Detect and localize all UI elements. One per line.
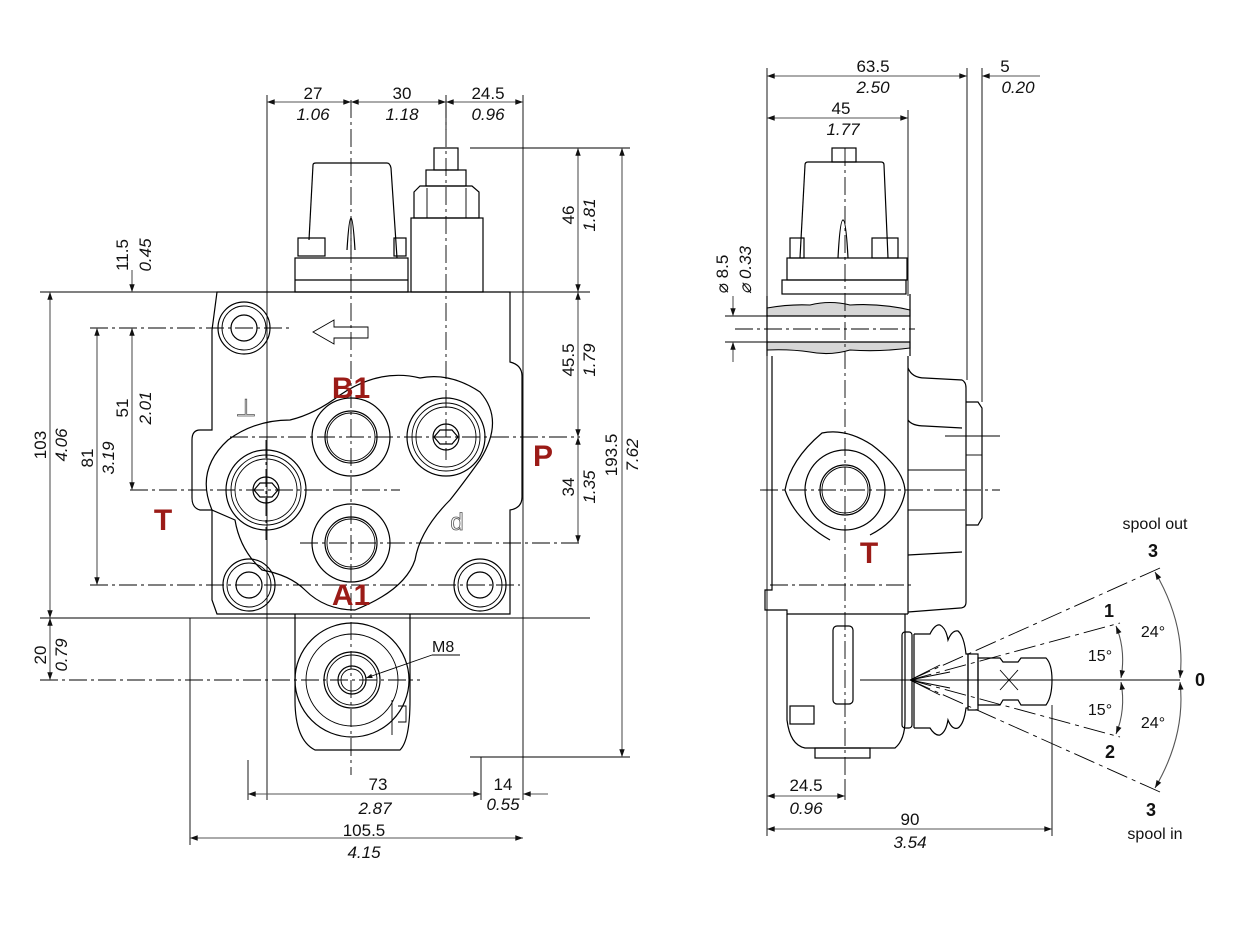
body-mark-p: d: [450, 509, 463, 536]
dim-45-inch: 1.77: [826, 120, 860, 139]
front-view: 27 1.06 30 1.18 24.5 0.96 11.5 0.45 51 2…: [31, 84, 642, 862]
dim-45-5-mm: 45.5: [559, 343, 578, 376]
position-3-in: 3: [1146, 800, 1156, 820]
dim-11-5-inch: 0.45: [136, 238, 155, 272]
dim-side-24-5-mm: 24.5: [789, 776, 822, 795]
port-label-a1: A1: [332, 579, 370, 612]
angle-24-up: 24°: [1141, 624, 1165, 641]
dim-73-inch: 2.87: [357, 799, 392, 818]
lever-position-labels: spool out 3 1 0 2 3 spool in 15° 15° 24°…: [1088, 516, 1205, 843]
dim-27-inch: 1.06: [296, 105, 330, 124]
front-dimension-lines: [47, 99, 625, 841]
dim-24-5-inch: 0.96: [471, 105, 505, 124]
dim-105-5-mm: 105.5: [343, 821, 386, 840]
dim-81-inch: 3.19: [99, 441, 118, 475]
dim-90-inch: 3.54: [893, 833, 926, 852]
side-extension-lines: [725, 68, 1053, 836]
adjust-screw: [410, 147, 484, 293]
dim-dia-8-5-inch: ⌀ 0.33: [736, 245, 755, 294]
dim-45-mm: 45: [832, 99, 851, 118]
dim-27-mm: 27: [304, 84, 323, 103]
dim-34-mm: 34: [559, 478, 578, 497]
dim-5-mm: 5: [1000, 57, 1009, 76]
dim-51-inch: 2.01: [136, 391, 155, 425]
thread-callout-m8: M8: [432, 639, 454, 656]
relief-cap-side: [781, 147, 908, 295]
port-label-p: P: [533, 440, 553, 473]
dim-24-5-mm: 24.5: [471, 84, 504, 103]
front-extension-lines: [40, 95, 630, 845]
spool-out-label: spool out: [1123, 516, 1188, 533]
dim-105-5-inch: 4.15: [347, 843, 381, 862]
angle-15-down: 15°: [1088, 702, 1112, 719]
dim-30-mm: 30: [393, 84, 412, 103]
position-0: 0: [1195, 670, 1205, 690]
spool-in-label: spool in: [1127, 826, 1182, 843]
spool-end-side: [786, 614, 1053, 759]
dim-11-5-mm: 11.5: [113, 239, 132, 271]
dim-63-5-inch: 2.50: [855, 78, 890, 97]
angle-15-up: 15°: [1088, 648, 1112, 665]
port-label-b1: B1: [332, 372, 370, 405]
position-3-out: 3: [1148, 541, 1158, 561]
dim-103-mm: 103: [31, 431, 50, 459]
dim-81-mm: 81: [78, 449, 97, 468]
front-dimension-texts: 27 1.06 30 1.18 24.5 0.96 11.5 0.45 51 2…: [31, 84, 642, 862]
dim-5-inch: 0.20: [1001, 78, 1035, 97]
valve-body-front: [191, 291, 523, 615]
position-1: 1: [1104, 601, 1114, 621]
relief-cap: [294, 162, 409, 293]
dim-51-mm: 51: [113, 399, 132, 418]
dim-dia-8-5-mm: ⌀ 8.5: [713, 255, 732, 294]
dim-45-5-inch: 1.79: [580, 343, 599, 377]
side-port-label-t: T: [860, 537, 878, 570]
body-mark-t: ⊥: [236, 395, 257, 422]
position-2: 2: [1105, 742, 1115, 762]
angle-24-down: 24°: [1141, 715, 1165, 732]
side-dimension-lines: [730, 73, 1053, 832]
valve-body-side: [764, 356, 983, 615]
dim-90-mm: 90: [901, 810, 920, 829]
dim-63-5-mm: 63.5: [856, 57, 889, 76]
dim-193-5-mm: 193.5: [602, 434, 621, 477]
dim-20-inch: 0.79: [52, 638, 71, 672]
dim-103-inch: 4.06: [52, 428, 71, 462]
dim-34-inch: 1.35: [580, 470, 599, 504]
section-band: [766, 294, 911, 356]
dim-20-mm: 20: [31, 646, 50, 665]
dim-193-5-inch: 7.62: [623, 438, 642, 472]
spool-cap-front: [294, 614, 411, 751]
side-view: 63.5 2.50 5 0.20 45 1.77 ⌀ 8.5 ⌀ 0.33 24…: [713, 57, 1205, 852]
side-dimension-texts: 63.5 2.50 5 0.20 45 1.77 ⌀ 8.5 ⌀ 0.33 24…: [713, 57, 1035, 852]
port-label-t: T: [154, 504, 172, 537]
dim-14-mm: 14: [494, 775, 513, 794]
dim-side-24-5-inch: 0.96: [789, 799, 823, 818]
lever-angle-rays: [909, 567, 1184, 793]
dim-73-mm: 73: [369, 775, 388, 794]
dim-30-inch: 1.18: [385, 105, 419, 124]
dim-46-inch: 1.81: [580, 198, 599, 231]
dim-46-mm: 46: [559, 206, 578, 225]
dim-14-inch: 0.55: [486, 795, 520, 814]
